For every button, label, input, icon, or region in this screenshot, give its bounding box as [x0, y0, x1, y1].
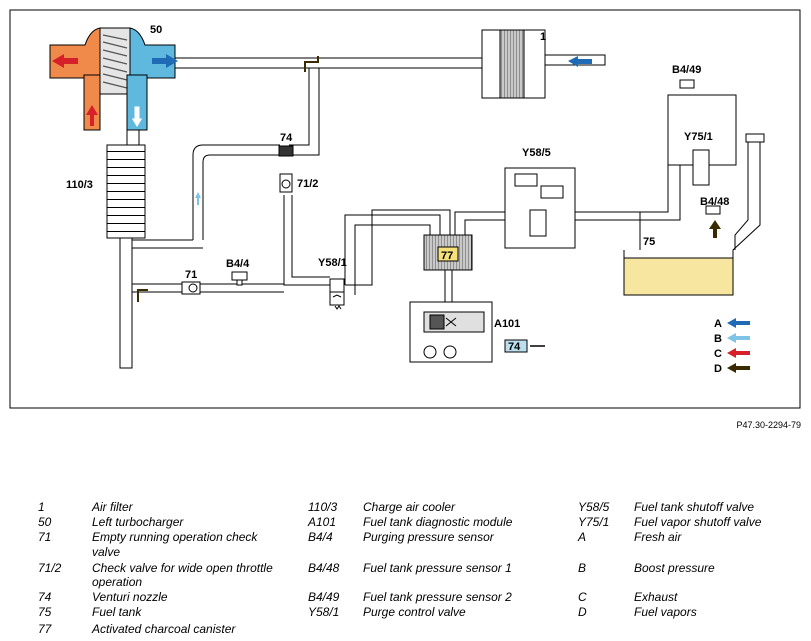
legend-text: Venturi nozzle: [92, 590, 168, 604]
arrow-fresh-air-icon: [568, 56, 592, 67]
legend-text: Fuel tank: [92, 605, 142, 619]
legend-code: 71/2: [38, 561, 62, 575]
label-y75-1: Y75/1: [684, 131, 713, 143]
key-arrow-c-icon: [727, 348, 750, 358]
fuel-tank: [623, 133, 765, 296]
legend-text: Fuel vapors: [634, 605, 697, 619]
legend-code: D: [578, 605, 587, 619]
label-77: 77: [441, 250, 453, 262]
arrow-exhaust-out-icon: [52, 54, 78, 68]
arrow-boost-up-icon: [195, 192, 201, 205]
label-71: 71: [185, 269, 197, 281]
arrow-exhaust-up-icon: [86, 105, 98, 126]
legend-code: 1: [38, 500, 45, 514]
legend-code: 74: [38, 590, 52, 604]
legend-text: Fuel tank pressure sensor 2: [363, 590, 512, 604]
key-letter-d: D: [714, 363, 722, 375]
legend-text: Boost pressure: [634, 561, 715, 575]
check-valve-71: [181, 281, 201, 295]
system-diagram: 1 50 74 71/2 110/3 71 B4/4 Y58/1 Y58/5 7…: [9, 9, 801, 409]
fuel-vapor-shutoff-valve: [667, 79, 737, 215]
label-b4-48: B4/48: [700, 196, 729, 208]
legend-code: Y58/1: [308, 605, 340, 619]
legend-code: A: [578, 530, 587, 544]
legend-text: Activated charcoal canister: [92, 622, 236, 636]
legend-code: B4/48: [308, 561, 340, 575]
legend-text: Fresh air: [634, 530, 682, 544]
charge-air-cooler: [106, 144, 146, 239]
label-a101: A101: [494, 318, 520, 330]
air-filter: [481, 29, 546, 99]
label-50: 50: [150, 24, 162, 36]
legend-code: A101: [308, 515, 337, 529]
label-71-2: 71/2: [297, 178, 318, 190]
legend-text: Purging pressure sensor: [363, 530, 494, 544]
legend-code: 75: [38, 605, 52, 619]
arrow-vapor-2-icon: [137, 289, 148, 302]
legend-text: Fuel vapor shutoff valve: [634, 515, 762, 529]
label-y58-5: Y58/5: [522, 147, 551, 159]
check-valve-71-2: [279, 173, 293, 193]
key-arrow-a-icon: [727, 318, 750, 328]
arrow-vapor-icon: [304, 56, 319, 72]
legend-text: Left turbocharger: [92, 515, 184, 529]
label-75: 75: [643, 236, 655, 248]
arrow-boost-down-icon: [130, 105, 144, 129]
flow-key: A B C D: [714, 318, 750, 375]
arrow-tank-vapor-icon: [709, 220, 721, 238]
legend-code: 50: [38, 515, 52, 529]
legend-code: Y75/1: [578, 515, 610, 529]
legend-text: Empty running operation check valve: [92, 530, 258, 559]
label-1: 1: [540, 31, 546, 43]
arrow-fresh-air-in-icon: [152, 54, 178, 68]
legend-code: B4/49: [308, 590, 340, 604]
key-arrow-d-icon: [727, 363, 750, 373]
legend-text: Air filter: [92, 500, 133, 514]
legend-text: Fuel tank diagnostic module: [363, 515, 513, 529]
legend-code: 71: [38, 530, 52, 544]
label-74: 74: [280, 132, 293, 144]
fuel-tank-diagnostic-module: [409, 301, 528, 363]
legend-text: Purge control valve: [363, 605, 466, 619]
label-110-3: 110/3: [66, 179, 93, 191]
key-letter-c: C: [714, 348, 722, 360]
charcoal-canister: [423, 234, 473, 271]
figure-reference: P47.30-2294-79: [736, 420, 801, 430]
legend-code: 77: [38, 622, 52, 636]
venturi-nozzle: [278, 145, 294, 157]
label-y58-1: Y58/1: [318, 257, 347, 269]
legend-code: B: [578, 561, 587, 575]
purging-pressure-sensor: [231, 271, 248, 286]
label-b4-4: B4/4: [226, 258, 250, 270]
legend-text: Charge air cooler: [363, 500, 456, 514]
legend-code: Y58/5: [578, 500, 610, 514]
fuel-tank-shutoff-valve: [504, 167, 576, 249]
legend-code: 110/3: [308, 500, 338, 514]
key-letter-a: A: [714, 318, 722, 330]
key-arrow-b-icon: [727, 333, 750, 343]
legend-code: B4/4: [308, 530, 333, 544]
label-b4-49: B4/49: [672, 64, 701, 76]
key-letter-b: B: [714, 333, 722, 345]
purge-control-valve: [329, 278, 345, 310]
label-74-b: 74: [508, 341, 521, 353]
legend-text: Fuel tank shutoff valve: [634, 500, 755, 514]
legend-text: Fuel tank pressure sensor 1: [363, 561, 512, 575]
legend-text: Check valve for wide open throttle opera…: [92, 561, 273, 589]
legend-text: Exhaust: [634, 590, 678, 604]
legend-code: C: [578, 590, 587, 604]
